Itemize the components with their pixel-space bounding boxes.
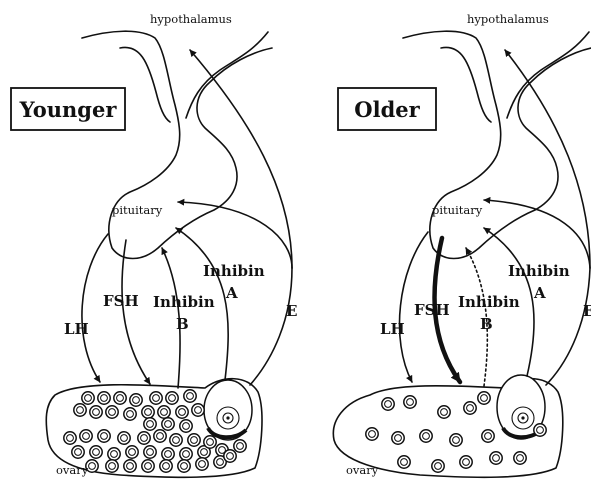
inhibin-b-label-2: B [176, 315, 189, 333]
stalk-inner-line [120, 47, 170, 122]
follicle [450, 434, 462, 446]
follicle [106, 406, 118, 418]
e-arrow-stem [546, 268, 590, 385]
follicle [98, 392, 110, 404]
follicle [398, 456, 410, 468]
follicle [98, 430, 110, 442]
inhibin-a-label-2: A [533, 284, 546, 302]
inhibin-a-label-1: Inhibin [203, 262, 265, 280]
follicle [438, 406, 450, 418]
pituitary-label: pituitary [112, 203, 163, 217]
follicle [192, 404, 204, 416]
follicle [154, 430, 166, 442]
follicle [180, 448, 192, 460]
follicle [90, 446, 102, 458]
follicle [420, 430, 432, 442]
follicle [514, 452, 526, 464]
panel-older: hypothalamus pituitary Older ovary LH FS… [333, 12, 591, 477]
follicle [124, 460, 136, 472]
inhibin-a-label-2: A [225, 284, 238, 302]
follicle [234, 440, 246, 452]
follicle [478, 392, 490, 404]
ovary-label: ovary [346, 463, 379, 477]
follicle [126, 446, 138, 458]
e-label: E [583, 302, 591, 320]
inhibin-b-label-1: Inhibin [458, 293, 520, 311]
follicle [382, 398, 394, 410]
follicle [160, 460, 172, 472]
follicle [64, 432, 76, 444]
follicle [184, 390, 196, 402]
follicle [460, 456, 472, 468]
follicle [114, 392, 126, 404]
follicle [106, 460, 118, 472]
follicle [404, 396, 416, 408]
follicle [490, 452, 502, 464]
e-arrow-to-pituitary [484, 200, 590, 268]
panel-title: Older [354, 97, 420, 122]
oocyte-nucleus [226, 416, 229, 419]
stalk-inner-line-2 [186, 32, 268, 118]
follicle [204, 436, 216, 448]
pituitary-outline [82, 31, 272, 258]
ovary-label: ovary [56, 463, 89, 477]
hypothalamus-label: hypothalamus [150, 12, 232, 26]
follicle [482, 430, 494, 442]
follicle [534, 424, 546, 436]
follicle [124, 408, 136, 420]
follicle [464, 402, 476, 414]
follicle [188, 434, 200, 446]
e-arrow-stem [250, 268, 292, 385]
follicle [142, 406, 154, 418]
stalk-inner-line-2 [507, 32, 589, 118]
lh-label: LH [380, 320, 405, 338]
panel-younger: hypothalamus pituitary Younger ovary LH … [11, 12, 297, 477]
follicle [142, 460, 154, 472]
follicle [162, 448, 174, 460]
follicle [130, 394, 142, 406]
follicle [170, 434, 182, 446]
inhibin-b-label-1: Inhibin [153, 293, 215, 311]
follicle [82, 392, 94, 404]
follicle [166, 392, 178, 404]
follicle [108, 448, 120, 460]
follicle [144, 446, 156, 458]
fsh-arrow [122, 240, 150, 384]
follicle [196, 458, 208, 470]
fsh-label: FSH [103, 292, 139, 310]
panel-title: Younger [19, 97, 118, 122]
follicle [432, 460, 444, 472]
follicle [150, 392, 162, 404]
inhibin-b-label-2: B [480, 315, 493, 333]
stalk-inner-line [441, 47, 491, 122]
follicle [180, 420, 192, 432]
oocyte-nucleus [521, 416, 524, 419]
e-arrow-to-pituitary [178, 202, 292, 268]
follicle [118, 432, 130, 444]
lh-label: LH [64, 320, 89, 338]
follicle [90, 406, 102, 418]
follicle [224, 450, 236, 462]
pituitary-label: pituitary [432, 203, 483, 217]
follicle [80, 430, 92, 442]
follicle [366, 428, 378, 440]
follicle [392, 432, 404, 444]
e-label: E [286, 302, 297, 320]
follicle [138, 432, 150, 444]
follicle [74, 404, 86, 416]
fsh-label: FSH [414, 301, 450, 319]
follicle [72, 446, 84, 458]
follicle [158, 406, 170, 418]
follicle [144, 418, 156, 430]
follicle [176, 406, 188, 418]
follicle [178, 460, 190, 472]
follicle [162, 418, 174, 430]
hypothalamus-label: hypothalamus [467, 12, 549, 26]
inhibin-a-label-1: Inhibin [508, 262, 570, 280]
